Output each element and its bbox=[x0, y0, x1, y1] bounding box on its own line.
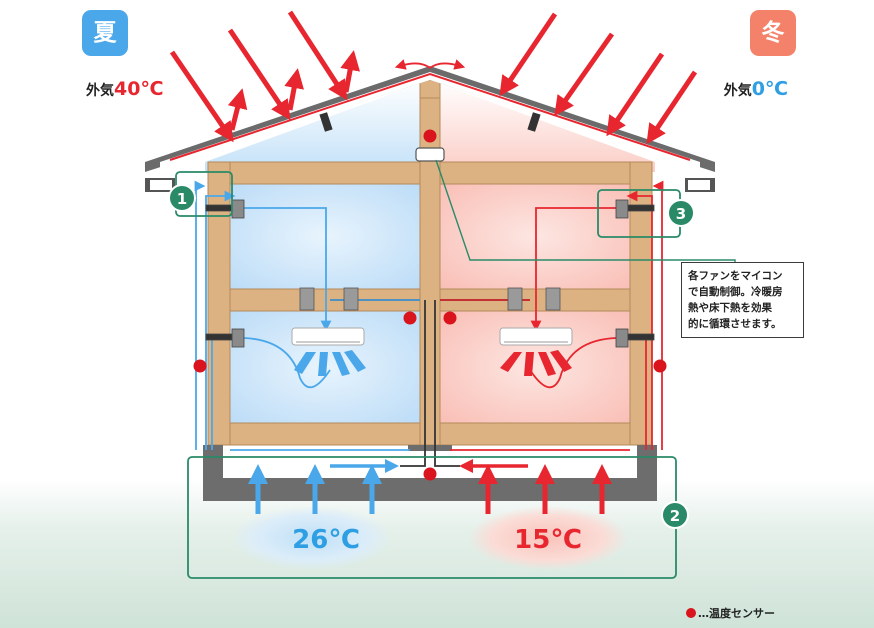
season-badge-summer: 夏 bbox=[82, 10, 128, 56]
underfloor-temp-summer: 26℃ bbox=[292, 525, 360, 555]
marker-3-label: 3 bbox=[676, 205, 686, 223]
sensor-legend-label: …温度センサー bbox=[698, 607, 775, 620]
air-conditioner-summer bbox=[291, 327, 366, 376]
control-note-box: 各ファンをマイコン で自動制御。冷暖房 熱や床下熱を効果 的に循環させます。 bbox=[681, 262, 804, 338]
outside-temp-winter-value: 0℃ bbox=[751, 78, 788, 100]
sensor-legend-dot bbox=[686, 608, 696, 618]
attic-air-winter bbox=[430, 80, 655, 172]
sensor-legend: …温度センサー bbox=[686, 605, 775, 621]
underfloor-glow-winter bbox=[468, 506, 628, 570]
sun-rays-summer bbox=[169, 10, 360, 143]
upflow-arrows-winter bbox=[478, 464, 612, 514]
ground bbox=[0, 478, 874, 628]
marker-2[interactable]: 2 bbox=[661, 501, 689, 529]
sun-rays-winter bbox=[499, 12, 698, 145]
marker-1[interactable]: 1 bbox=[168, 184, 196, 212]
attic-air-summer bbox=[205, 80, 430, 172]
outside-temp-summer: 外気40℃ bbox=[86, 78, 163, 100]
upper-room-summer bbox=[230, 184, 420, 289]
marker-1-label: 1 bbox=[177, 190, 187, 208]
upflow-arrows-summer bbox=[248, 464, 382, 514]
note-line: 熱や床下熱を効果 bbox=[688, 302, 772, 314]
roof bbox=[145, 66, 715, 192]
ridge-exhaust bbox=[394, 59, 466, 70]
outside-temp-winter-prefix: 外気 bbox=[723, 83, 752, 99]
temperature-sensors bbox=[193, 129, 667, 481]
outside-temp-summer-value: 40℃ bbox=[114, 78, 164, 100]
air-conditioner-winter bbox=[499, 327, 573, 376]
controller-leader-line bbox=[435, 159, 736, 262]
controller-unit[interactable] bbox=[415, 147, 445, 162]
marker-3[interactable]: 3 bbox=[667, 199, 695, 227]
note-line: 的に循環させます。 bbox=[688, 318, 782, 330]
marker-2-label: 2 bbox=[670, 507, 680, 525]
underfloor-temp-winter: 15℃ bbox=[514, 525, 582, 555]
note-line: で自動制御。冷暖房 bbox=[688, 286, 783, 298]
outside-temp-winter: 外気0℃ bbox=[724, 78, 788, 100]
note-line: 各ファンをマイコン bbox=[688, 270, 783, 282]
season-badge-winter: 冬 bbox=[750, 10, 796, 56]
wall-fans bbox=[205, 199, 655, 348]
outside-temp-summer-prefix: 外気 bbox=[86, 83, 114, 99]
underfloor-glow-summer bbox=[232, 506, 392, 570]
beam-fan-units bbox=[299, 287, 561, 311]
